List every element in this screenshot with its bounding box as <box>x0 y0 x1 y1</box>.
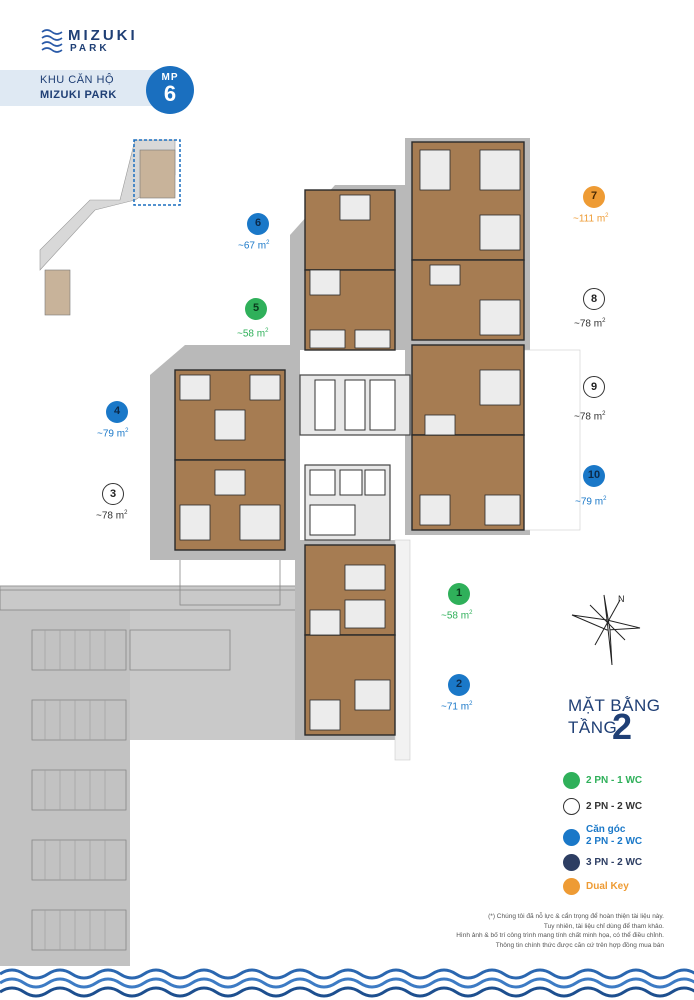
site-key-plan <box>39 139 181 316</box>
unit-area-sup: 2 <box>266 240 270 246</box>
unit-area-sup: 2 <box>469 610 473 616</box>
unit-area-text: ~111 m <box>573 213 606 225</box>
unit-area-text: ~78 m <box>574 411 603 423</box>
legend-swatch-orange <box>563 878 580 895</box>
block-badge: MP 6 <box>146 66 194 114</box>
unit-marker-4[interactable]: 4 <box>106 401 128 423</box>
unit-marker-6[interactable]: 6 <box>247 213 269 235</box>
unit-area-text: ~71 m <box>441 701 470 713</box>
unit-area-sup: 2 <box>605 213 609 219</box>
legend-swatch-blue <box>563 829 580 846</box>
unit-area-text: ~67 m <box>238 240 267 252</box>
unit-area-sup: 2 <box>602 411 606 417</box>
block-badge-prefix: MP <box>161 72 179 83</box>
unit-marker-8[interactable]: 8 <box>583 288 605 310</box>
brand-sub: PARK <box>70 43 110 54</box>
unit-area-6: ~67 m2 <box>238 240 269 251</box>
block-badge-number: 6 <box>163 81 177 106</box>
unit-area-text: ~78 m <box>574 318 603 330</box>
floor-number: 2 <box>612 706 633 747</box>
unit-marker-5[interactable]: 5 <box>245 298 267 320</box>
legend-swatch-navy <box>563 854 580 871</box>
building-core <box>299 374 411 541</box>
unit-marker-10[interactable]: 10 <box>583 465 605 487</box>
disclaimer-line: Thông tin chính thức được căn cứ trên hợ… <box>495 941 664 949</box>
unit-area-sup: 2 <box>603 496 607 502</box>
svg-text:N: N <box>618 594 625 604</box>
wave-border <box>0 966 694 1000</box>
zone-label: KHU CĂN HỘ <box>40 74 115 86</box>
legend-label-3b: 2 PN - 2 WC <box>586 836 643 847</box>
floor-title-line2: TẦNG <box>568 718 618 737</box>
unit-marker-7[interactable]: 7 <box>583 186 605 208</box>
legend-label-5: Dual Key <box>586 881 629 892</box>
unit-area-text: ~79 m <box>575 496 604 508</box>
legend-label-1: 2 PN - 1 WC <box>586 775 643 786</box>
unit-area-8: ~78 m2 <box>574 318 605 329</box>
legend-label-3a: Căn góc <box>586 824 626 835</box>
disclaimer-line: Hình ảnh & bố trí công trình mang tính c… <box>456 932 664 939</box>
unit-area-text: ~58 m <box>237 328 266 340</box>
unit-area-text: ~78 m <box>96 510 125 522</box>
zone-banner <box>0 70 160 106</box>
unit-area-3: ~78 m2 <box>96 510 127 521</box>
floor-title-line1: MẶT BẰNG <box>568 696 661 715</box>
unit-area-sup: 2 <box>265 328 269 334</box>
unit-area-text: ~58 m <box>441 610 470 622</box>
unit-area-4: ~79 m2 <box>97 428 128 439</box>
legend-swatch-green <box>563 772 580 789</box>
unit-marker-2[interactable]: 2 <box>448 674 470 696</box>
unit-area-2: ~71 m2 <box>441 701 472 712</box>
legend-swatch-white <box>563 798 580 815</box>
unit-area-text: ~79 m <box>97 428 126 440</box>
room-partitions <box>179 149 521 731</box>
unit-area-5: ~58 m2 <box>237 328 268 339</box>
legend-label-2: 2 PN - 2 WC <box>586 801 643 812</box>
disclaimer-line: Tuy nhiên, tài liệu chỉ dùng để tham khả… <box>543 922 664 930</box>
unit-area-sup: 2 <box>124 510 128 516</box>
unit-area-sup: 2 <box>125 428 129 434</box>
disclaimer-line: (*) Chúng tôi đã nỗ lực & cẩn trọng để h… <box>488 913 664 920</box>
unit-area-9: ~78 m2 <box>574 411 605 422</box>
unit-marker-1[interactable]: 1 <box>448 583 470 605</box>
parking-area <box>0 549 370 967</box>
north-arrow-icon: N <box>571 594 641 666</box>
unit-area-7: ~111 m2 <box>573 213 609 224</box>
unit-area-sup: 2 <box>469 701 473 707</box>
unit-area-sup: 2 <box>602 318 606 324</box>
zone-name: MIZUKI PARK <box>40 89 117 101</box>
disclaimer: (*) Chúng tôi đã nỗ lực & cẩn trọng để h… <box>364 912 664 950</box>
unit-marker-3[interactable]: 3 <box>102 483 124 505</box>
legend-label-4: 3 PN - 2 WC <box>586 857 643 868</box>
unit-marker-9[interactable]: 9 <box>583 376 605 398</box>
unit-area-10: ~79 m2 <box>575 496 606 507</box>
unit-area-1: ~58 m2 <box>441 610 472 621</box>
mizuki-logo-icon <box>41 29 63 53</box>
brand-name: MIZUKI <box>68 27 138 44</box>
